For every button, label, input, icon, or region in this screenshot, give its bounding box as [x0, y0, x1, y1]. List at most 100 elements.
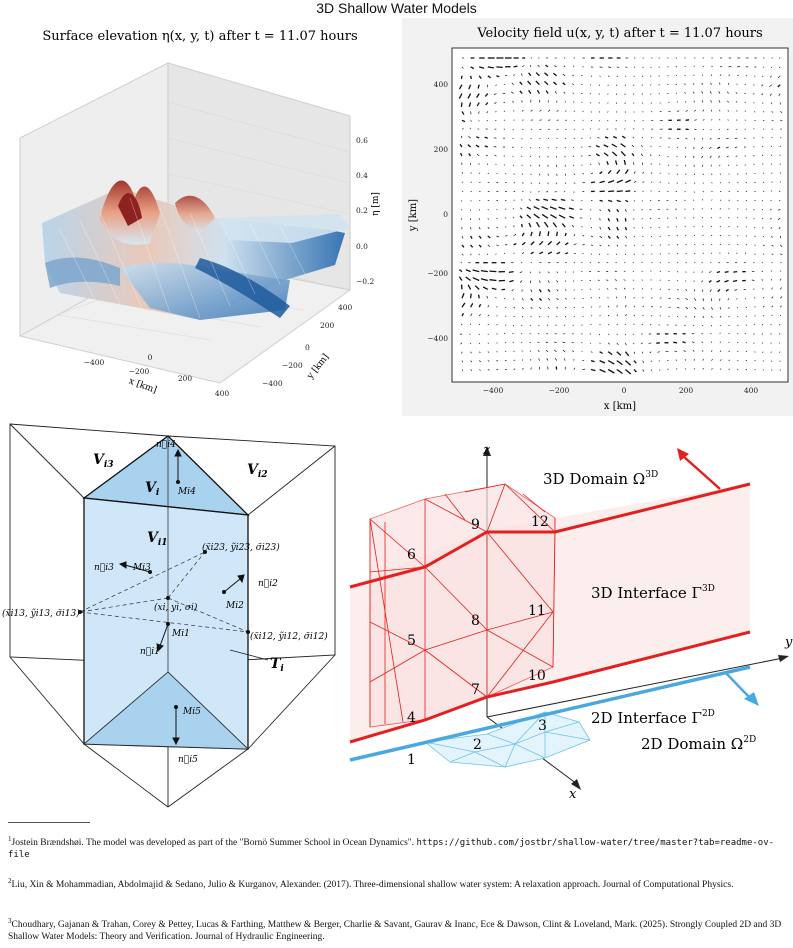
velocity-arrow	[754, 306, 756, 308]
velocity-arrow	[607, 120, 609, 122]
velocity-arrow	[762, 235, 765, 238]
footnote-link[interactable]: https://github.com/jostbr/shallow-water/…	[8, 838, 775, 860]
velocity-arrow	[547, 280, 550, 283]
velocity-arrow	[616, 305, 618, 308]
velocity-arrow	[554, 357, 557, 361]
label-ni3: n⃗i3	[94, 563, 114, 573]
velocity-arrow	[476, 153, 480, 157]
velocity-arrow	[606, 161, 609, 166]
velocity-arrow	[737, 341, 739, 344]
velocity-arrow	[771, 136, 773, 139]
velocity-arrow	[702, 358, 704, 361]
velocity-arrow	[556, 298, 559, 301]
velocity-arrow	[684, 83, 686, 85]
label-ni5: n⃗i5	[178, 755, 198, 765]
velocity-arrow	[613, 135, 618, 139]
velocity-arrow	[711, 234, 713, 237]
velocity-arrow	[530, 315, 532, 318]
velocity-arrow	[513, 110, 515, 112]
velocity-arrow	[735, 101, 738, 103]
velocity-arrow	[504, 332, 506, 335]
velocity-arrow	[599, 315, 601, 317]
velocity-arrow	[562, 82, 566, 86]
velocity-arrow	[621, 135, 626, 139]
velocity-arrow	[641, 323, 643, 326]
y-tick: 400	[338, 303, 353, 312]
velocity-arrow	[623, 279, 626, 281]
x-tick: 200	[679, 386, 694, 395]
velocity-arrow	[484, 93, 489, 97]
velocity-arrow	[598, 120, 600, 122]
velocity-arrow	[486, 253, 489, 255]
velocity-arrow	[777, 75, 781, 78]
velocity-arrow	[625, 342, 627, 346]
velocity-arrow	[470, 313, 473, 317]
velocity-arrow	[727, 298, 729, 301]
velocity-arrow	[737, 324, 739, 326]
y-tick: −200	[427, 269, 448, 278]
velocity-arrow	[752, 93, 755, 95]
velocity-arrow	[513, 199, 515, 201]
velocity-arrow	[779, 137, 782, 139]
velocity-arrow	[590, 226, 592, 229]
velocity-arrow	[521, 241, 526, 246]
velocity-arrow	[470, 181, 472, 183]
velocity-arrow	[673, 341, 678, 344]
velocity-arrow	[521, 146, 523, 149]
velocity-arrow	[728, 234, 730, 237]
velocity-arrow	[459, 143, 463, 148]
velocity-arrow	[599, 218, 601, 221]
velocity-arrow	[512, 208, 514, 210]
velocity-arrow	[726, 155, 729, 158]
velocity-arrow	[562, 73, 566, 77]
velocity-arrow	[659, 297, 662, 299]
velocity-arrow	[581, 289, 583, 291]
velocity-arrow	[762, 253, 765, 255]
velocity-arrow	[564, 173, 567, 176]
y-tick: 0	[305, 343, 310, 352]
velocity-arrow	[526, 214, 532, 219]
velocity-arrow	[632, 136, 635, 139]
velocity-arrow	[512, 341, 514, 343]
velocity-arrow	[478, 235, 482, 239]
velocity-arrow	[659, 315, 662, 317]
velocity-arrow	[553, 341, 557, 344]
velocity-arrow	[573, 289, 575, 291]
triangle-label-ti: Ti	[270, 656, 284, 674]
velocity-arrow	[504, 217, 507, 219]
velocity-arrow	[470, 369, 473, 372]
velocity-arrow	[642, 296, 644, 299]
velocity-arrow	[625, 314, 627, 317]
velocity-arrow	[530, 241, 535, 246]
velocity-arrow	[539, 173, 541, 176]
velocity-arrow	[461, 128, 464, 130]
velocity-arrow	[744, 252, 747, 254]
velocity-arrow	[461, 135, 463, 139]
velocity-arrow	[503, 252, 506, 255]
velocity-arrow	[538, 231, 542, 237]
velocity-arrow	[460, 333, 463, 335]
velocity-arrow	[513, 74, 515, 76]
velocity-arrow	[607, 226, 611, 231]
velocity-arrow	[487, 75, 491, 79]
velocity-arrow	[744, 332, 746, 335]
velocity-arrow	[684, 217, 686, 219]
velocity-arrow	[458, 276, 463, 281]
velocity-arrow	[641, 270, 643, 272]
velocity-arrow	[606, 270, 609, 272]
velocity-arrow	[589, 93, 592, 95]
label-p12: (x̃i12, ỹi12, σ̃i12)	[250, 631, 328, 642]
velocity-arrow	[719, 225, 721, 228]
velocity-arrow	[528, 222, 532, 228]
velocity-arrow	[607, 360, 615, 365]
velocity-arrow	[650, 270, 652, 272]
velocity-arrow	[476, 93, 480, 98]
velocity-arrow	[753, 288, 755, 290]
velocity-arrow	[477, 294, 480, 299]
velocity-arrow	[590, 359, 595, 363]
velocity-arrow	[685, 110, 688, 112]
velocity-arrow	[581, 74, 583, 77]
velocity-arrow	[513, 242, 517, 246]
velocity-arrow	[623, 159, 627, 165]
label-ni1: n⃗i1	[140, 647, 160, 657]
